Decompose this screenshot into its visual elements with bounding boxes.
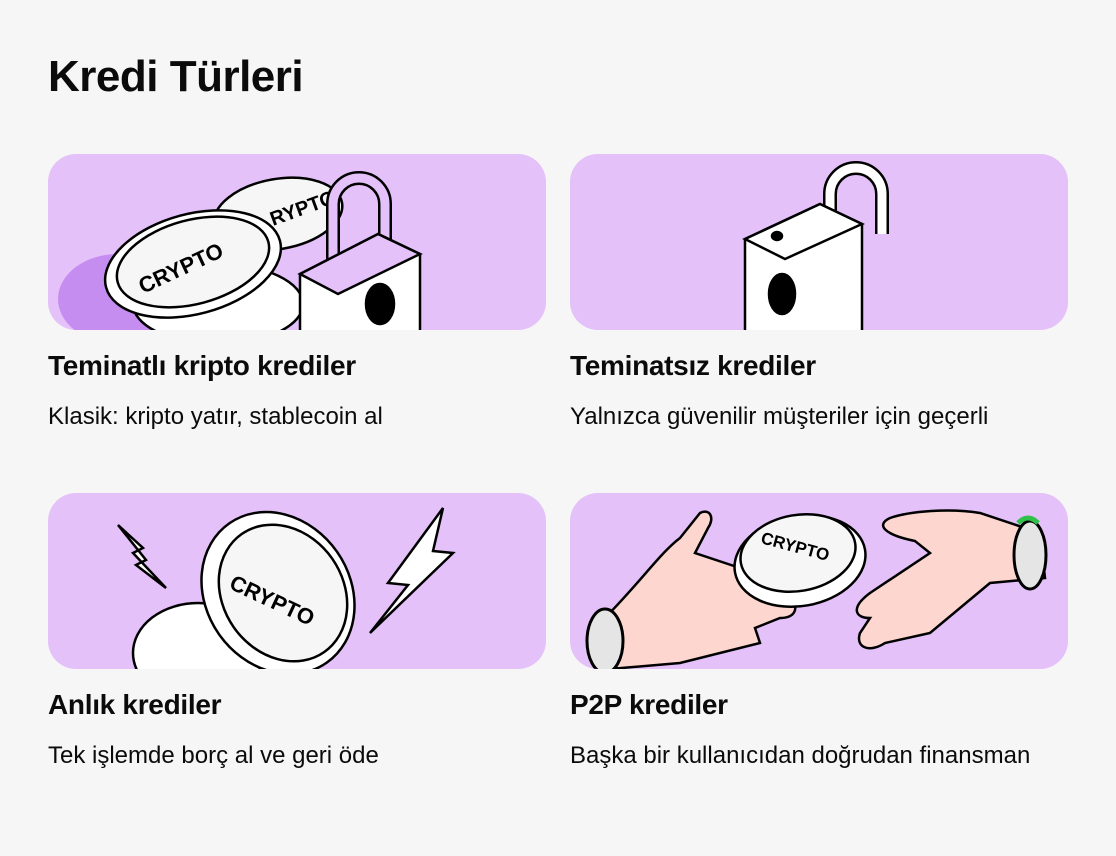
lightning-coins-illustration: CRYPTO (48, 493, 546, 669)
card-title: Anlık krediler (48, 689, 222, 720)
loan-card-p2p: CRYPTO P2P krediler Başka bir kullanıcıd… (570, 493, 1068, 773)
card-description: Yalnızca güvenilir müşteriler için geçer… (570, 403, 989, 430)
card-description: Tek işlemde borç al ve geri öde (48, 742, 379, 769)
hands-coin-illustration: CRYPTO (570, 493, 1068, 669)
card-title: Teminatsız krediler (570, 350, 816, 381)
card-title: Teminatlı kripto krediler (48, 350, 356, 381)
card-description: Başka bir kullanıcıdan doğrudan finansma… (570, 742, 1031, 769)
loan-card-flash: CRYPTO Anlık krediler Tek işlemde borç a… (48, 493, 546, 773)
open-padlock-illustration (570, 154, 1068, 330)
loan-card-uncollateralized: Teminatsız krediler Yalnızca güvenilir m… (570, 154, 1068, 434)
card-title: P2P krediler (570, 689, 728, 720)
card-description: Klasik: kripto yatır, stablecoin al (48, 403, 383, 430)
coins-padlock-illustration: RYPTO CRYPTO (48, 154, 546, 330)
page-title: Kredi Türleri (48, 52, 304, 101)
loan-card-collateral: RYPTO CRYPTO Teminatlı kripto krediler K… (48, 154, 546, 434)
